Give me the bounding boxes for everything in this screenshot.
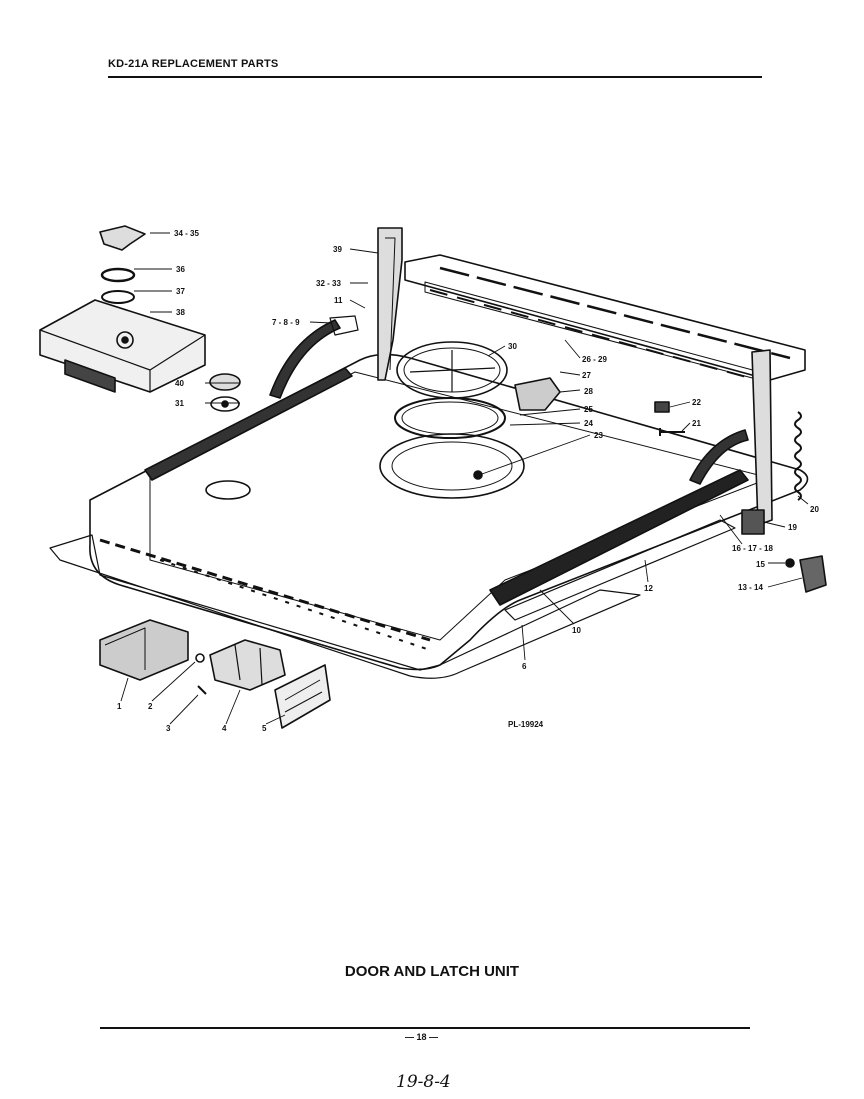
part-1-channel (99, 619, 189, 681)
part-5-plate (274, 664, 331, 729)
left-gasket-strip (144, 367, 353, 481)
callout-32-33: 32 - 33 (316, 279, 341, 288)
door-panel (89, 353, 809, 671)
drain-opening (379, 433, 525, 499)
callout-25: 25 (584, 405, 593, 414)
part-4-latch (209, 639, 286, 691)
callout-15: 15 (756, 560, 765, 569)
rivet-15 (785, 558, 795, 568)
dial-34-35 (99, 225, 146, 251)
callout-28: 28 (584, 387, 593, 396)
callout-13-14: 13 - 14 (738, 583, 763, 592)
clip-22 (654, 401, 670, 413)
gasket-ring (394, 397, 506, 439)
handwritten-note: 19-8-4 (396, 1072, 451, 1092)
header-rule (108, 76, 762, 78)
callout-26-29: 26 - 29 (582, 355, 607, 364)
callout-23: 23 (594, 431, 603, 440)
callout-11: 11 (334, 296, 343, 305)
callout-30: 30 (508, 342, 517, 351)
callout-7-8-9: 7 - 8 - 9 (272, 318, 300, 327)
callout-34-35: 34 - 35 (174, 229, 199, 238)
callout-19: 19 (788, 523, 797, 532)
screw-21 (659, 428, 685, 436)
door-port (205, 480, 251, 500)
callout-12: 12 (644, 584, 653, 593)
callout-3: 3 (166, 724, 171, 733)
callout-40: 40 (175, 379, 184, 388)
callout-16-17-18: 16 - 17 - 18 (732, 544, 773, 553)
door-inner-edge (149, 371, 771, 641)
plate-number: PL-19924 (508, 720, 544, 729)
callout-37: 37 (176, 287, 185, 296)
ring-36 (100, 267, 136, 283)
diagram-title: DOOR AND LATCH UNIT (344, 963, 520, 980)
callout-31: 31 (175, 399, 184, 408)
knob-40 (209, 373, 241, 391)
callout-22: 22 (692, 398, 701, 407)
callout-36: 36 (176, 265, 185, 274)
callout-39: 39 (333, 245, 342, 254)
callout-10: 10 (572, 626, 581, 635)
callout-27: 27 (582, 371, 591, 380)
callout-1: 1 (117, 702, 122, 711)
knob-31 (210, 396, 240, 412)
hinge-arm-left (377, 227, 403, 381)
ring-37 (101, 290, 135, 304)
hinge-block (741, 509, 765, 535)
link-arm (269, 319, 341, 399)
callout-21: 21 (692, 419, 701, 428)
side-channel-right (489, 469, 749, 606)
callout-20: 20 (810, 505, 819, 514)
callout-6: 6 (522, 662, 527, 671)
control-housing (39, 299, 206, 393)
hinge-arm-right (751, 349, 773, 526)
door-bottom-flange (49, 534, 641, 679)
page-number: — 18 — (405, 1032, 439, 1042)
callout-38: 38 (176, 308, 185, 317)
top-rail (404, 254, 806, 381)
part-3-screw (197, 685, 207, 695)
callout-2: 2 (148, 702, 153, 711)
part-2-washer (195, 653, 205, 663)
hinge-13-14 (799, 555, 827, 593)
callout-5: 5 (262, 724, 267, 733)
latch-bracket (514, 377, 561, 411)
door-spring (794, 411, 802, 501)
callout-24: 24 (584, 419, 593, 428)
footer-rule (100, 1027, 750, 1029)
callout-4: 4 (222, 724, 227, 733)
page-header-title: KD-21A REPLACEMENT PARTS (108, 58, 279, 70)
right-link-arm (689, 429, 749, 485)
